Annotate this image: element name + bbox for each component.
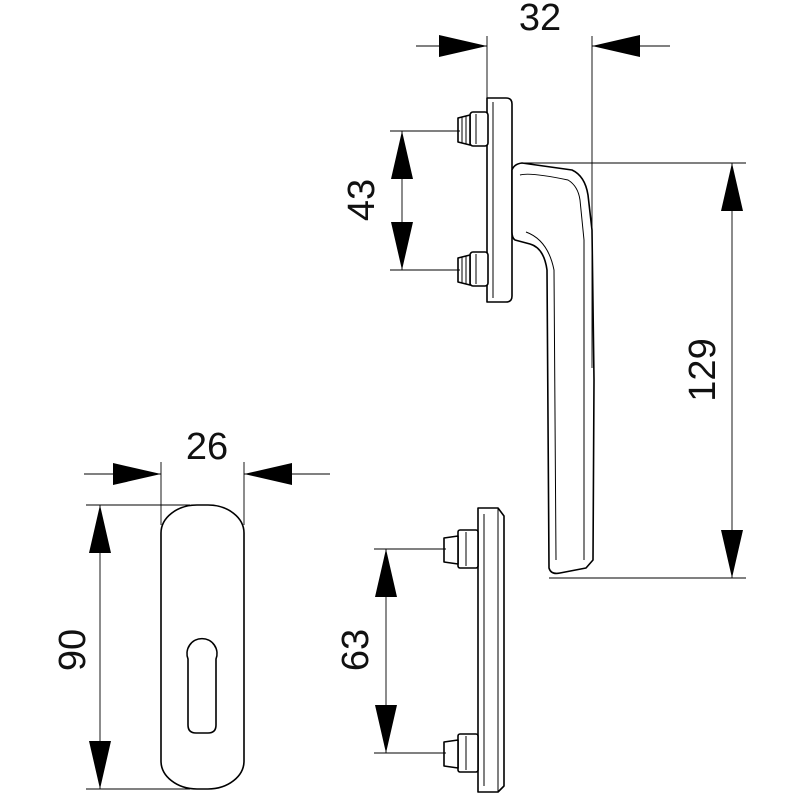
dimension-handle-depth: 32 — [416, 0, 670, 368]
rosette-front-view — [160, 504, 245, 790]
dimension-label-90: 90 — [52, 629, 94, 671]
handle-lever — [511, 162, 595, 575]
dimension-label-26: 26 — [186, 426, 228, 468]
fixing-pin-top — [457, 111, 489, 147]
dimension-rosette-height: 90 — [52, 504, 190, 790]
backplate-pin-bottom — [443, 733, 479, 773]
dimension-label-63: 63 — [335, 629, 377, 671]
dimension-handle-length: 129 — [522, 162, 746, 579]
dimension-label-32: 32 — [519, 0, 561, 39]
dimension-label-129: 129 — [682, 338, 724, 401]
dimension-label-43: 43 — [341, 179, 383, 221]
dimension-backplate-pin-spacing: 63 — [335, 548, 446, 754]
fixing-pin-bottom — [457, 251, 489, 287]
keyhole-cutout — [186, 637, 218, 734]
dimension-spindle-spacing: 43 — [341, 130, 460, 271]
handle-side-view — [457, 97, 595, 575]
dimension-rosette-width: 26 — [84, 426, 330, 525]
handle-base-plate — [486, 97, 513, 303]
backplate — [477, 507, 505, 793]
backplate-pin-top — [443, 529, 479, 569]
backplate-side-view — [443, 507, 505, 793]
